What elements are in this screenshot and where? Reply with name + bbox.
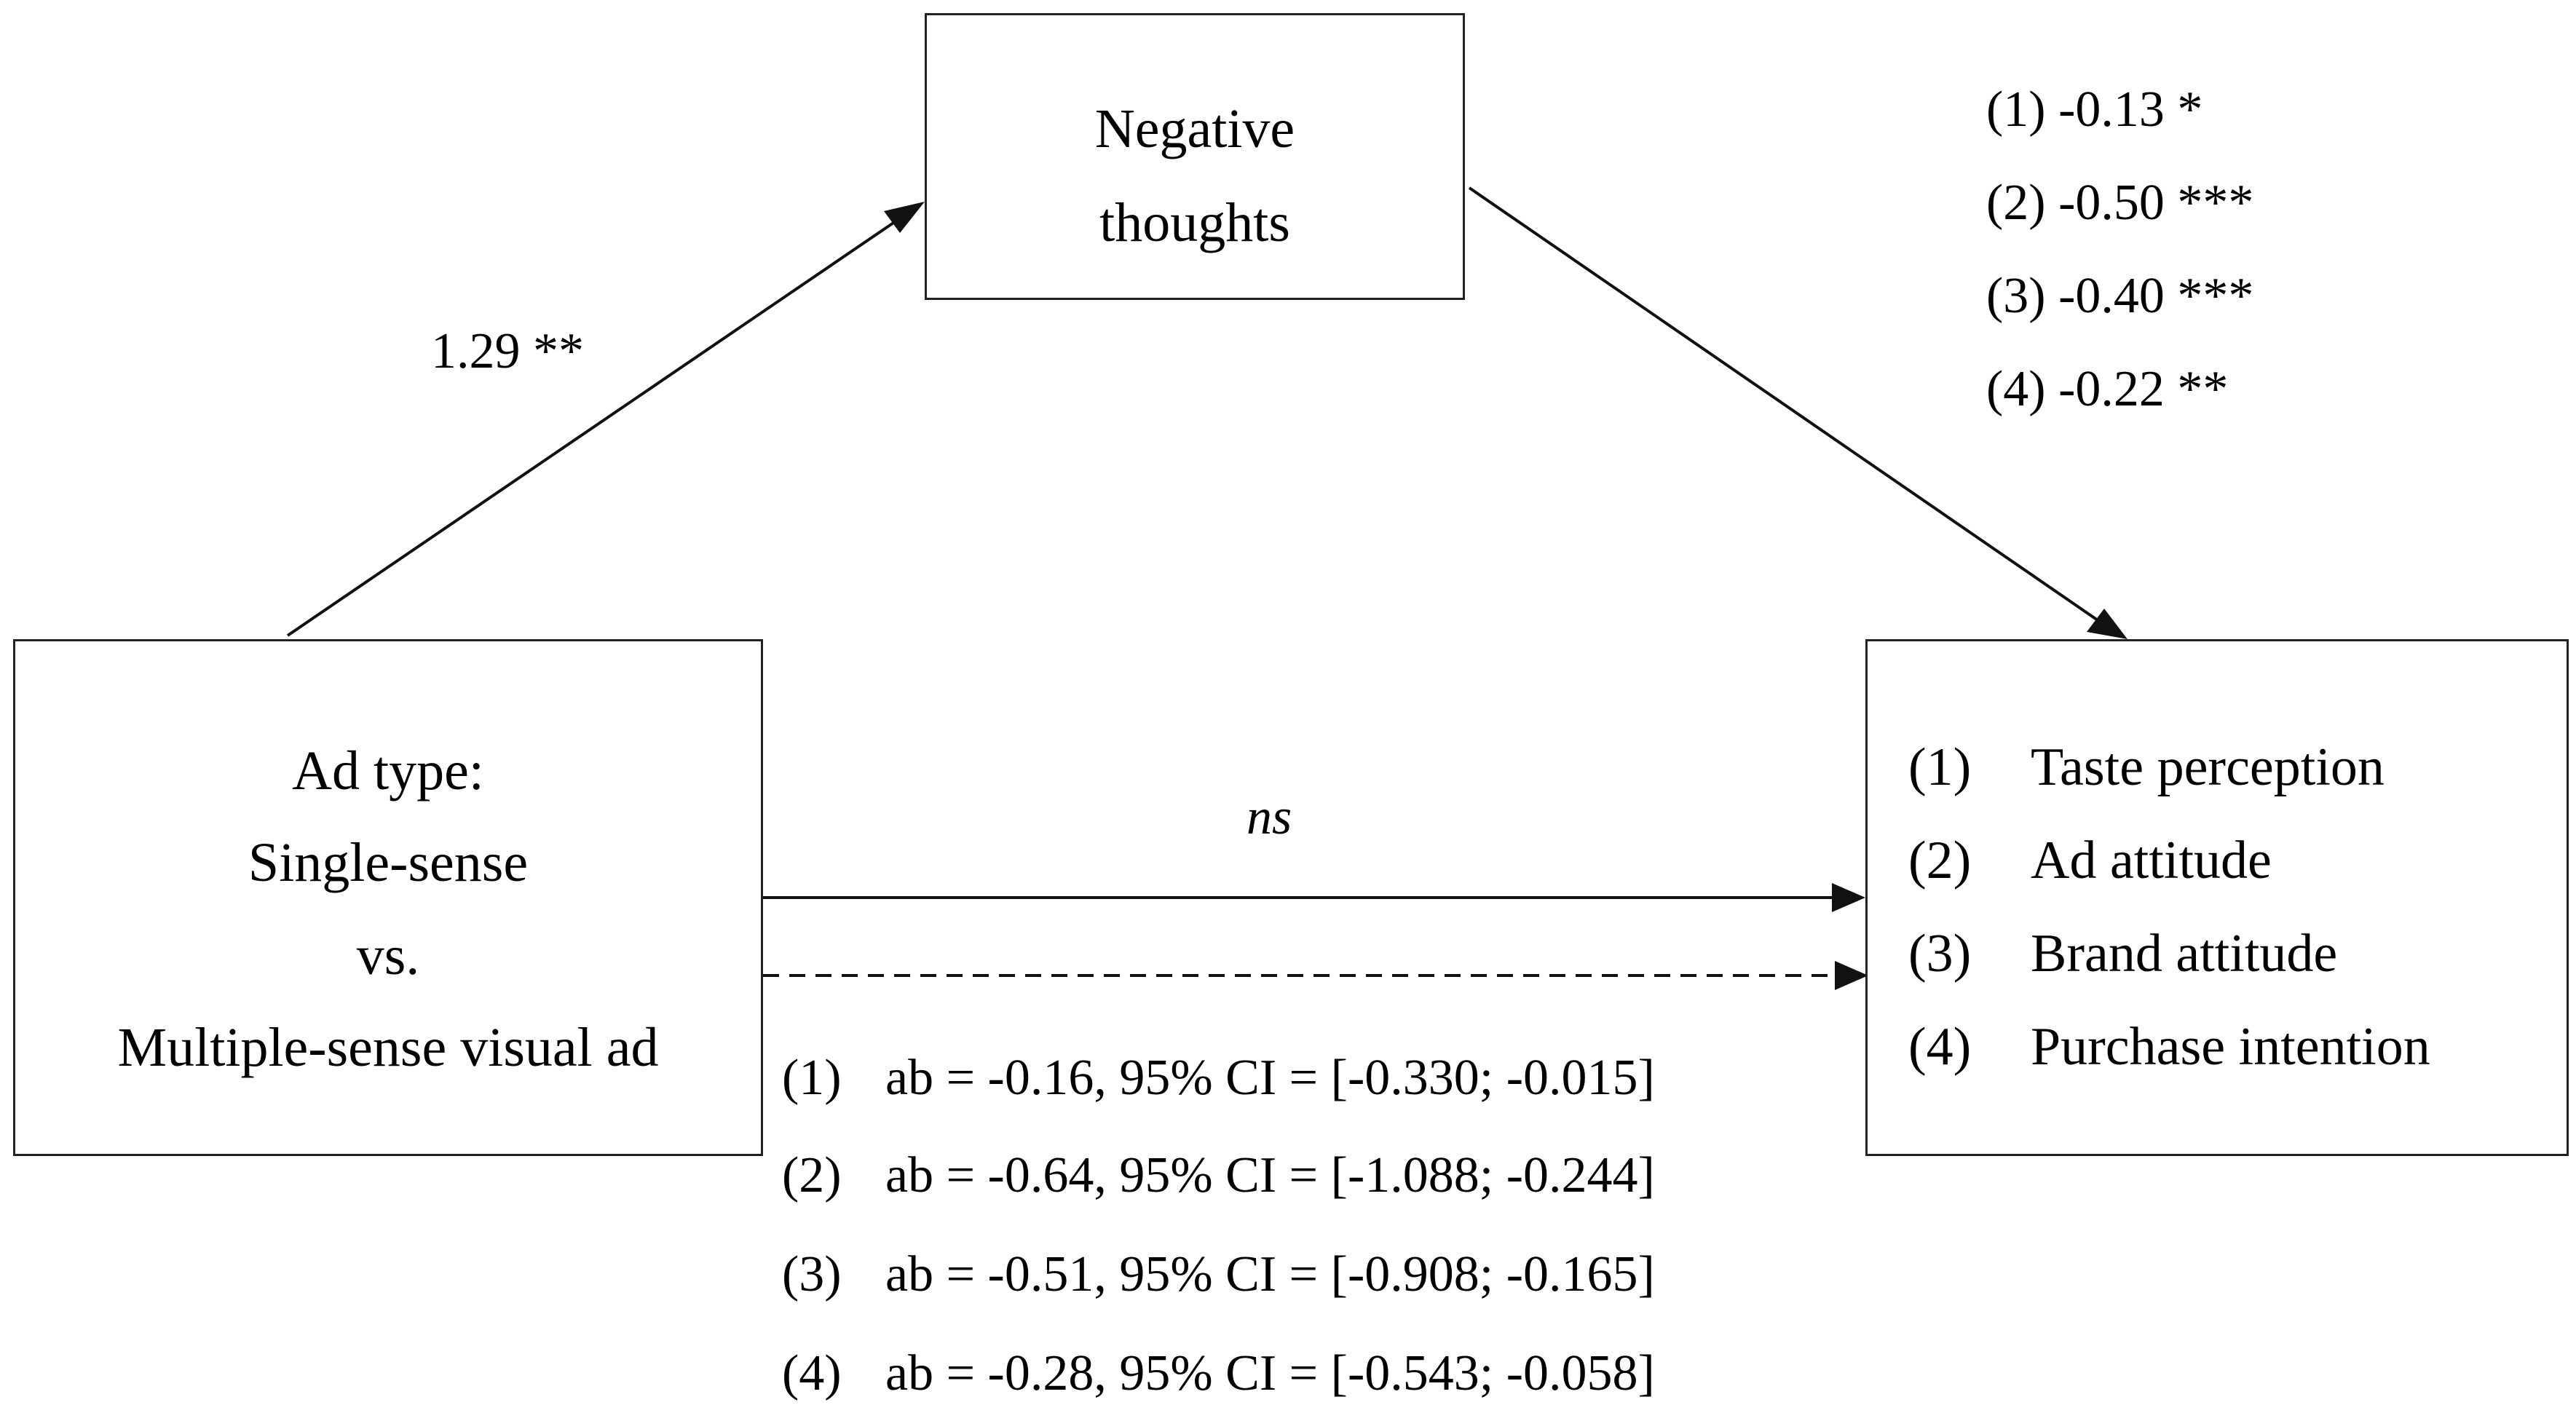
outcome-text-4: Purchase intention — [2031, 1017, 2430, 1077]
indirect-effect-text-3: ab = -0.51, 95% CI = [-0.908; -0.165] — [885, 1246, 1655, 1302]
arrowhead-b — [2087, 609, 2127, 639]
outcome-text-1: Taste perception — [2031, 737, 2385, 797]
mediator-box: Negative thoughts — [925, 13, 1465, 300]
outcome-num-2: (2) — [1908, 831, 1972, 890]
indirect-effect-num-3: (3) — [782, 1246, 842, 1302]
predictor-label-line-4: Multiple-sense visual ad — [117, 1017, 659, 1078]
mediator-label-line-1: Negative — [1094, 98, 1295, 159]
indirect-effect-num-1: (1) — [782, 1050, 842, 1106]
arrow-b-mediator-to-outcome — [1468, 186, 2113, 631]
indirect-effect-num-4: (4) — [782, 1345, 842, 1401]
predictor-label-line-1: Ad type: — [292, 740, 484, 802]
outcome-num-4: (4) — [1908, 1017, 1972, 1077]
indirect-effect-text-4: ab = -0.28, 95% CI = [-0.543; -0.058] — [885, 1345, 1655, 1401]
mediator-label-line-2: thoughts — [1099, 192, 1290, 253]
direct-effect-label: ns — [1246, 789, 1292, 845]
path-b-coefficient-3: (3) -0.40 *** — [1986, 268, 2254, 324]
arrowhead-direct — [1832, 883, 1865, 912]
indirect-effect-text-1: ab = -0.16, 95% CI = [-0.330; -0.015] — [885, 1050, 1655, 1106]
predictor-label-line-3: vs. — [356, 925, 420, 986]
outcome-num-1: (1) — [1908, 737, 1972, 797]
arrow-a-predictor-to-mediator — [286, 206, 917, 637]
path-b-coefficient-1: (1) -0.13 * — [1986, 82, 2203, 138]
arrowhead-indirect — [1835, 961, 1868, 990]
path-a-coefficient: 1.29 ** — [431, 323, 584, 379]
outcome-num-3: (3) — [1908, 924, 1972, 983]
outcome-box: (1) Taste perception (2) Ad attitude (3)… — [1865, 639, 2569, 1156]
path-b-coefficient-4: (4) -0.22 ** — [1986, 361, 2229, 417]
predictor-box: Ad type: Single-sense vs. Multiple-sense… — [13, 639, 763, 1156]
path-b-coefficient-2: (2) -0.50 *** — [1986, 175, 2254, 231]
outcome-text-2: Ad attitude — [2031, 831, 2272, 890]
indirect-effect-num-2: (2) — [782, 1147, 842, 1203]
indirect-effect-text-2: ab = -0.64, 95% CI = [-1.088; -0.244] — [885, 1147, 1655, 1203]
outcome-text-3: Brand attitude — [2031, 924, 2338, 983]
predictor-label-line-2: Single-sense — [248, 832, 529, 893]
arrowhead-a — [884, 202, 925, 233]
